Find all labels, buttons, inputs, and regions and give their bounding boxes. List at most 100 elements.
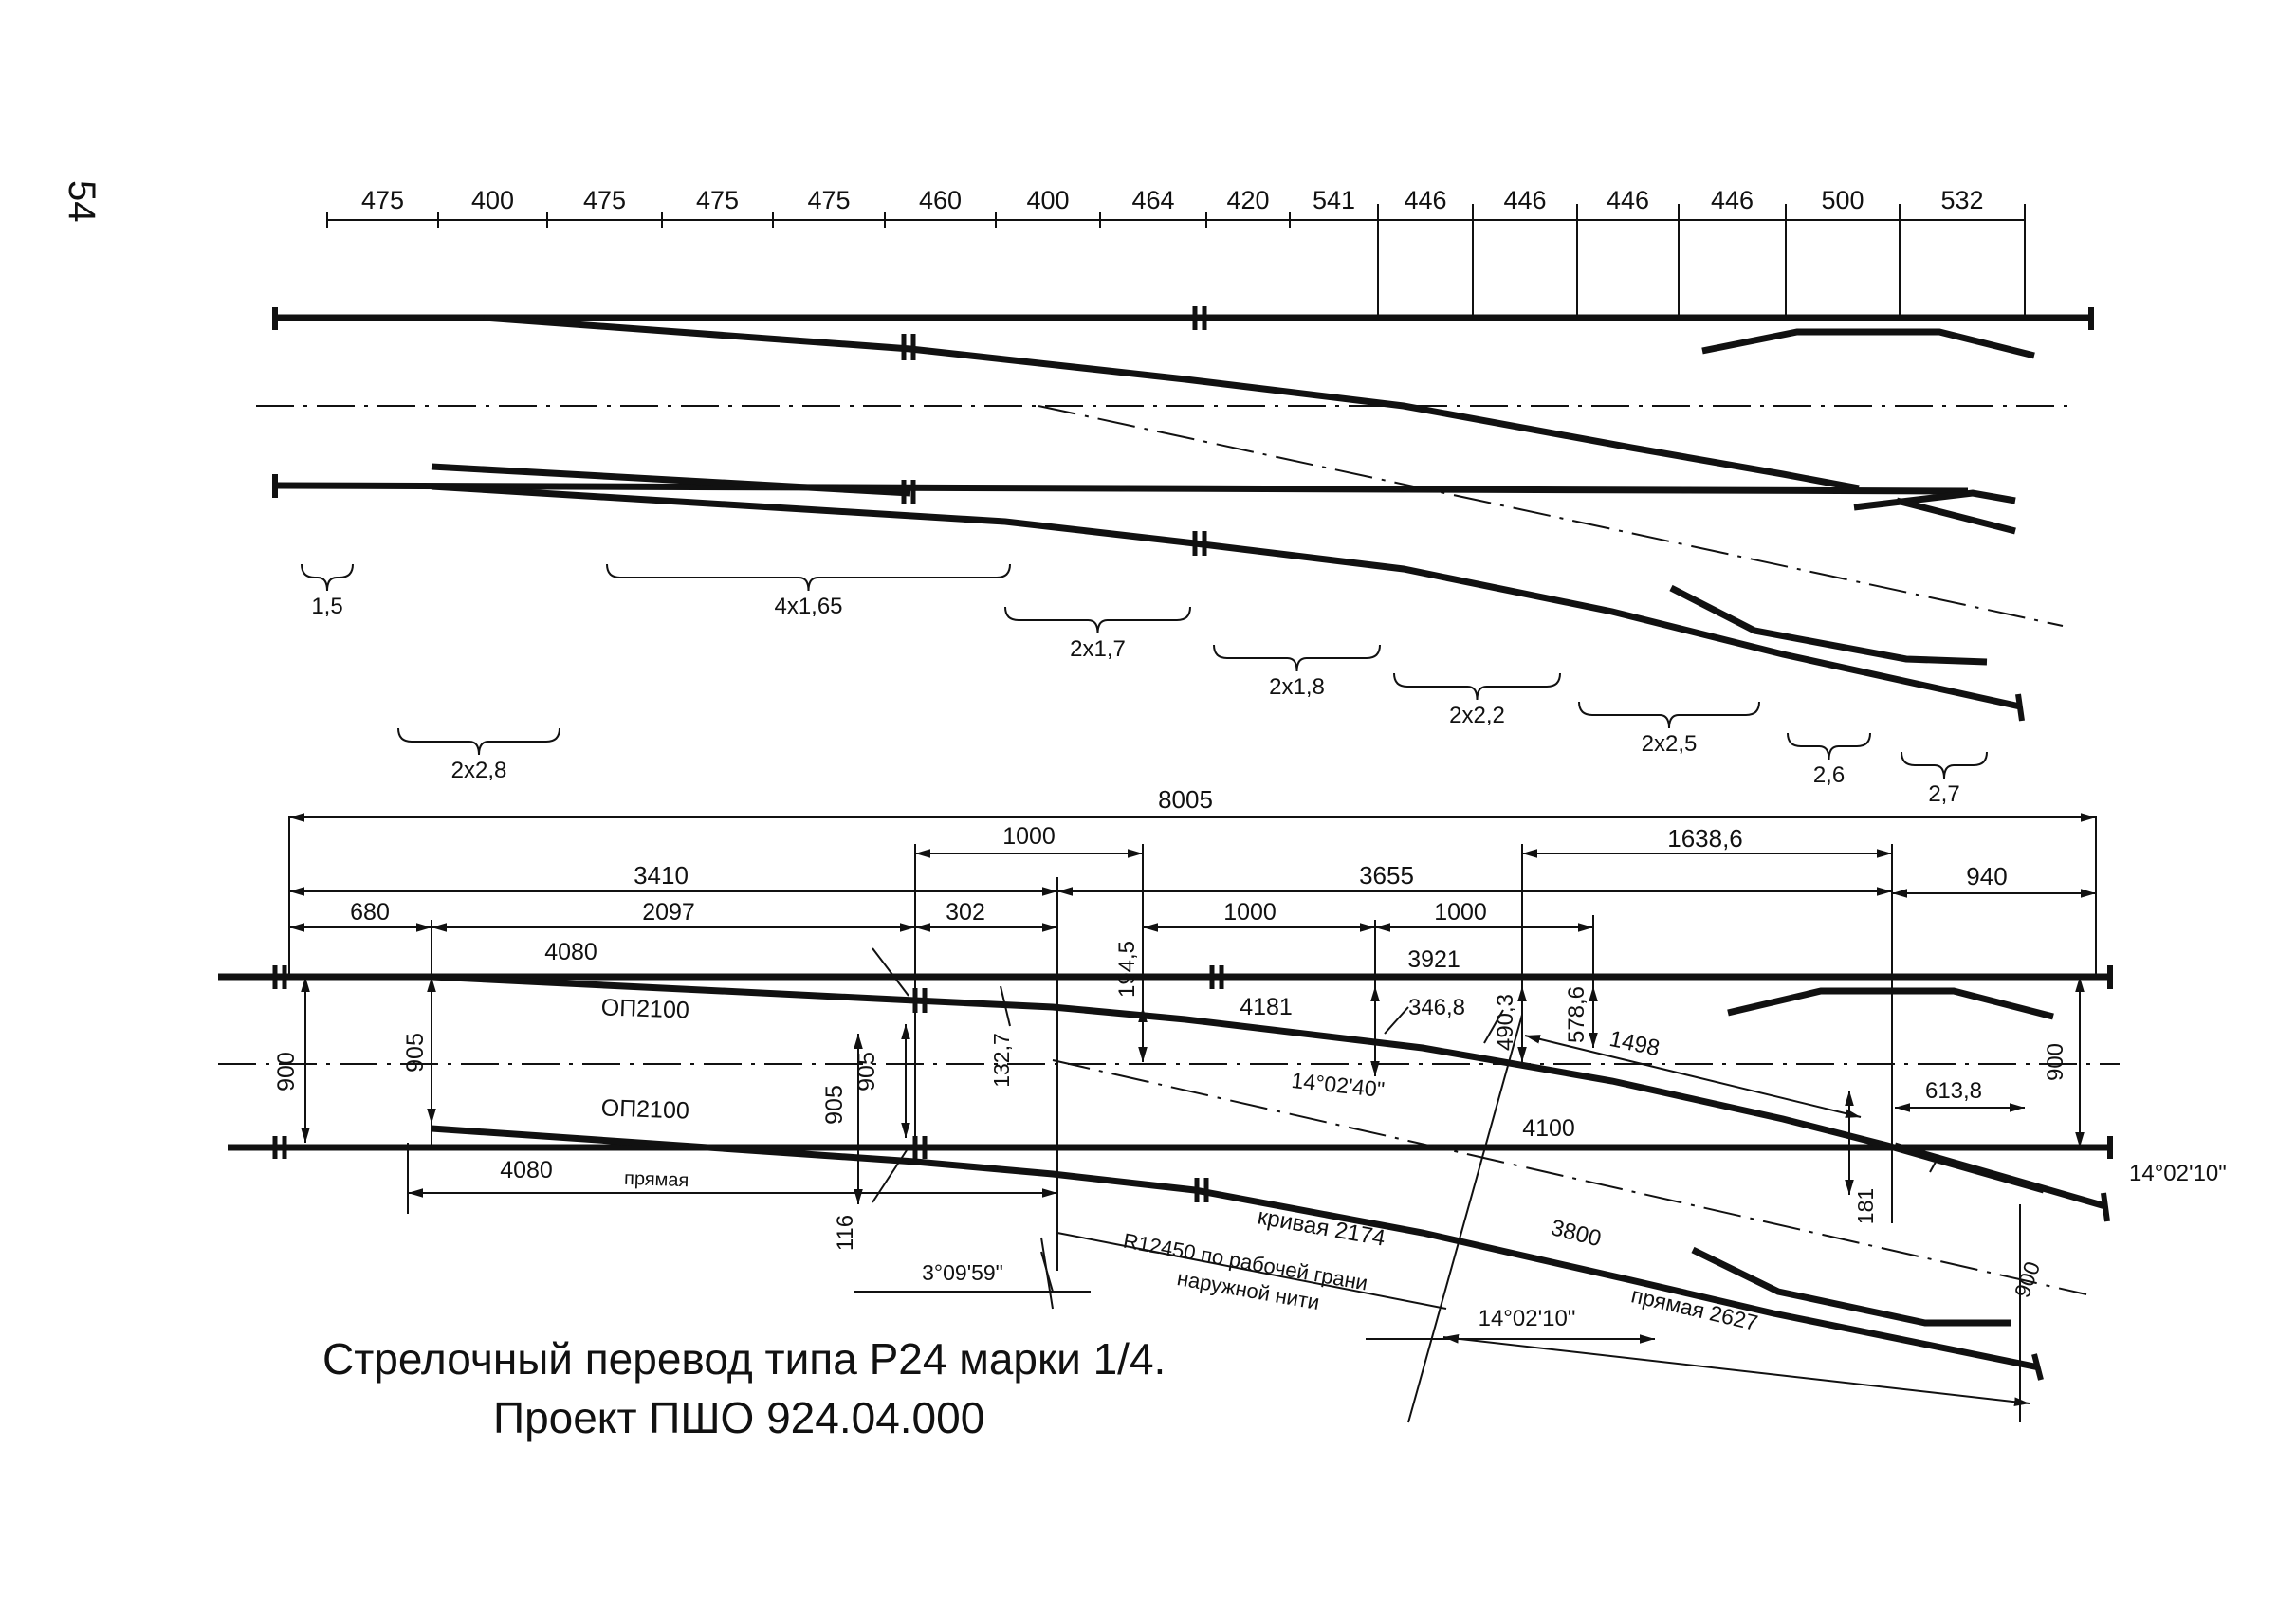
brace [1393,672,1561,701]
dimension-label-d4080-top: 4080 [544,939,597,965]
tie-spacing-label: 460 [919,186,962,214]
brace-label: 2x2,5 [1642,731,1698,757]
top-rail-b [274,482,1969,495]
dimension-label-d613: 613,8 [1925,1078,1982,1104]
tie-spacing-label: 475 [583,186,626,214]
tie-spacing-label: 400 [1026,186,1069,214]
brace-label: 1,5 [311,594,342,619]
tie-spacing-dimension-line [326,212,2026,228]
top-guard-c [1669,584,1988,666]
brace-label: 2,7 [1928,781,1959,807]
dimension-label-d1000-b: 1000 [1434,899,1487,926]
brace-label: 4x1,65 [774,594,842,619]
dimension-label-d3655: 3655 [1359,861,1414,890]
top-switch-rail-b [431,463,911,497]
top-curved-rail-b [431,483,2021,710]
right-diverging-rail [1894,1142,2106,1210]
upper-guard-rail [1727,987,2054,1020]
dimension-label-d346: 346,8 [1408,995,1465,1020]
brace [301,563,354,592]
top-frog-a [1701,328,2035,359]
dimension-label-d905-b: 905 [854,1052,880,1091]
brace-label: 2x1,8 [1269,674,1325,700]
dimension-label-d490: 490,3 [1493,994,1518,1051]
tie-spacing-label: 446 [1711,186,1754,214]
top-switch-rail-a [483,314,1860,492]
tie-spacing-label: 464 [1131,186,1174,214]
dimension-label-op-bottom: ОП2100 [600,1094,689,1124]
top-center-lines [256,405,2072,627]
brace-label: 2x2,2 [1449,703,1505,728]
top-braces [301,563,1988,779]
dimension-label-d905-left: 905 [402,1033,429,1073]
dimension-label-d4080-bot: 4080 [500,1157,553,1183]
dimension-label-op-top: ОП2100 [600,994,689,1023]
dimension-label-total: 8005 [1158,785,1213,814]
top-guard-b [1853,489,2016,511]
top-scheme [256,204,2094,779]
tie-spacing-label: 420 [1226,186,1269,214]
dimension-label-d4100: 4100 [1522,1115,1575,1142]
dimension-label-d1638: 1638,6 [1667,824,1743,853]
tie-spacing-label: 541 [1313,186,1355,214]
dimension-label-angle-mid: 14°02'40" [1290,1068,1386,1102]
dimension-label-angle-bottom: 14°02'10" [1479,1306,1576,1331]
dimension-label-angle-309: 3°09'59" [922,1260,1003,1285]
bottom-center-lines [218,1059,2120,1295]
tie-spacing-label: 475 [807,186,850,214]
tie-spacing-label: 500 [1821,186,1864,214]
dimension-label-d3921: 3921 [1407,946,1460,973]
upper-switch-blade [431,973,2045,1194]
bottom-joints [272,965,1224,1202]
dimension-label-d302: 302 [946,899,985,926]
brace [1213,644,1381,672]
dimension-label-d116: 116 [833,1215,858,1251]
dimension-label-d1000-a: 1000 [1223,899,1277,926]
brace-label: 2x1,7 [1070,636,1126,662]
dimension-label-angle-right: 14°02'10" [2129,1161,2227,1186]
brace [1901,751,1988,779]
dimension-label-d3800: 3800 [1549,1215,1604,1252]
dimension-label-d940: 940 [1966,862,2007,890]
dimension-label-d2097: 2097 [642,899,695,926]
brace-label: 2x2,8 [451,758,507,783]
dimension-label-d1000-top: 1000 [1002,823,1056,850]
bottom-extension-lines [288,816,2097,1271]
tie-spacing-label: 475 [696,186,739,214]
tie-spacing-label: 446 [1404,186,1446,214]
tie-extension-lines [1377,204,2026,318]
brace-label: 2,6 [1813,762,1845,788]
tie-spacing-label: 446 [1607,186,1649,214]
bottom-scheme [218,813,2120,1423]
dimension-label-d194: 194,5 [1114,941,1140,998]
dimension-label-pryamaya: прямая [624,1168,689,1191]
lower-guard-rail [1691,1246,2011,1327]
caption-line-2: Проект ПШО 924.04.000 [493,1393,985,1442]
tie-spacing-label: 446 [1503,186,1546,214]
brace [1004,606,1191,634]
dimension-label-d132: 132,7 [989,1033,1014,1088]
brace [397,727,560,756]
dimension-label-d900-left: 900 [273,1052,300,1091]
dimension-label-d680: 680 [350,899,390,926]
dimension-label-d900-bot: 900 [2010,1258,2046,1301]
drawing-caption: Стрелочный перевод типа Р24 марки 1/4. П… [322,1330,1166,1447]
tie-spacing-label: 532 [1940,186,1983,214]
dimension-label-pryamaya2627: прямая 2627 [1629,1282,1760,1335]
dimension-label-d578: 578,6 [1564,986,1589,1043]
top-rails [272,307,2094,722]
dimension-label-d3410: 3410 [634,861,689,890]
tie-spacing-label: 400 [471,186,514,214]
dimension-label-d181: 181 [1853,1188,1878,1224]
dimension-label-d4181: 4181 [1240,994,1293,1020]
top-joints [901,306,1207,556]
bottom-rails [218,965,2113,1381]
brace [1787,732,1871,761]
tie-spacing-label: 475 [361,186,404,214]
dimension-label-d1498: 1498 [1607,1026,1662,1062]
caption-line-1: Стрелочный перевод типа Р24 марки 1/4. [322,1334,1166,1384]
bottom-dimension-lines [289,813,2096,1423]
dimension-label-d905-a: 905 [821,1085,848,1125]
dimension-label-d900-right: 900 [2043,1043,2068,1081]
